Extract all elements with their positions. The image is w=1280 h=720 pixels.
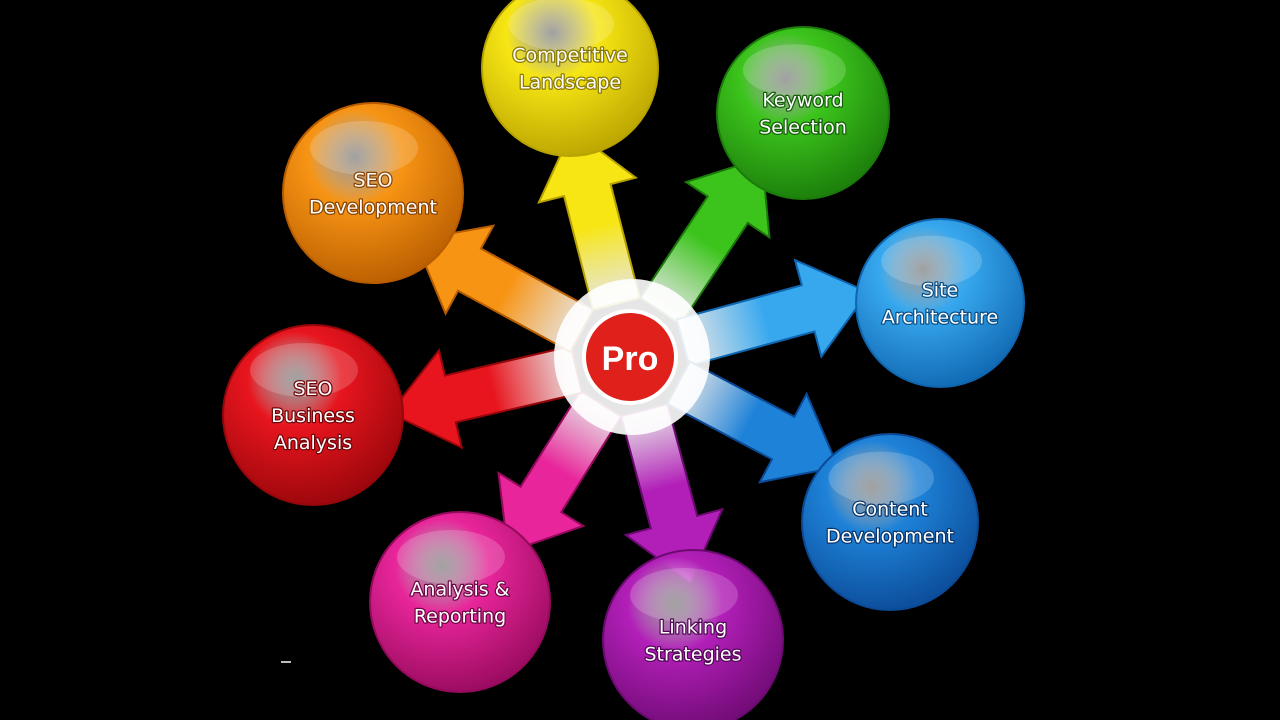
- node-label-keyword-selection-line-0: Keyword: [762, 90, 843, 112]
- arrow-seo-business-analysis: [388, 344, 584, 450]
- arrow-analysis-reporting: [497, 389, 623, 554]
- node-circle-linking-strategies: [602, 549, 784, 720]
- node-label-seo-business-analysis-line-1: Business: [271, 405, 355, 427]
- node-circle-competitive-landscape: [481, 0, 659, 157]
- node-highlight: [310, 121, 418, 175]
- node-circle-seo-development: [282, 102, 464, 284]
- node-label-site-architecture-line-1: Architecture: [882, 307, 998, 329]
- node-highlight: [630, 568, 738, 622]
- nodes-layer: CompetitiveLandscapeKeywordSelectionSite…: [222, 0, 1025, 720]
- node-label-analysis-reporting-line-1: Reporting: [414, 606, 506, 628]
- node-highlight: [508, 0, 614, 51]
- node-highlight: [250, 343, 358, 397]
- arrow-site-architecture: [675, 258, 870, 367]
- node-label-linking-strategies-line-0: Linking: [659, 617, 727, 639]
- node-label-seo-business-analysis-line-0: SEO: [293, 378, 332, 400]
- node-label-analysis-reporting-line-0: Analysis &: [410, 579, 509, 601]
- center-pro-label: Pro: [602, 340, 659, 378]
- node-label-linking-strategies-line-1: Strategies: [644, 644, 741, 666]
- node-highlight: [828, 451, 934, 505]
- center-pro-circle: [582, 309, 678, 405]
- node-circle-analysis-reporting: [369, 511, 551, 693]
- node-label-seo-development-line-1: Development: [309, 197, 437, 219]
- node-label-keyword-selection-line-1: Selection: [759, 117, 847, 139]
- node-analysis-reporting: Analysis & Reporting: [369, 511, 551, 693]
- node-label-competitive-landscape-line-0: Competitive: [512, 45, 628, 67]
- node-highlight: [742, 44, 847, 96]
- node-label-seo-development-line-0: SEO: [353, 170, 392, 192]
- node-circle-content-development: [801, 433, 979, 611]
- arrow-competitive-landscape: [537, 128, 641, 311]
- node-label-content-development-line-0: Content: [852, 499, 928, 521]
- node-circle-keyword-selection: [716, 26, 890, 200]
- node-circle-site-architecture: [855, 218, 1025, 388]
- node-highlight: [881, 235, 982, 287]
- center-hub: Pro: [554, 279, 710, 435]
- node-label-content-development-line-1: Development: [826, 526, 954, 548]
- node-circle-seo-business-analysis: [222, 324, 404, 506]
- node-highlight: [397, 530, 505, 584]
- node-seo-development: SEO Development: [282, 102, 464, 284]
- arrows-layer: [388, 128, 870, 584]
- dash-mark: [281, 661, 291, 663]
- node-label-site-architecture-line-0: Site: [922, 280, 958, 302]
- node-label-competitive-landscape-line-1: Landscape: [519, 72, 621, 94]
- node-label-seo-business-analysis-line-2: Analysis: [274, 432, 352, 454]
